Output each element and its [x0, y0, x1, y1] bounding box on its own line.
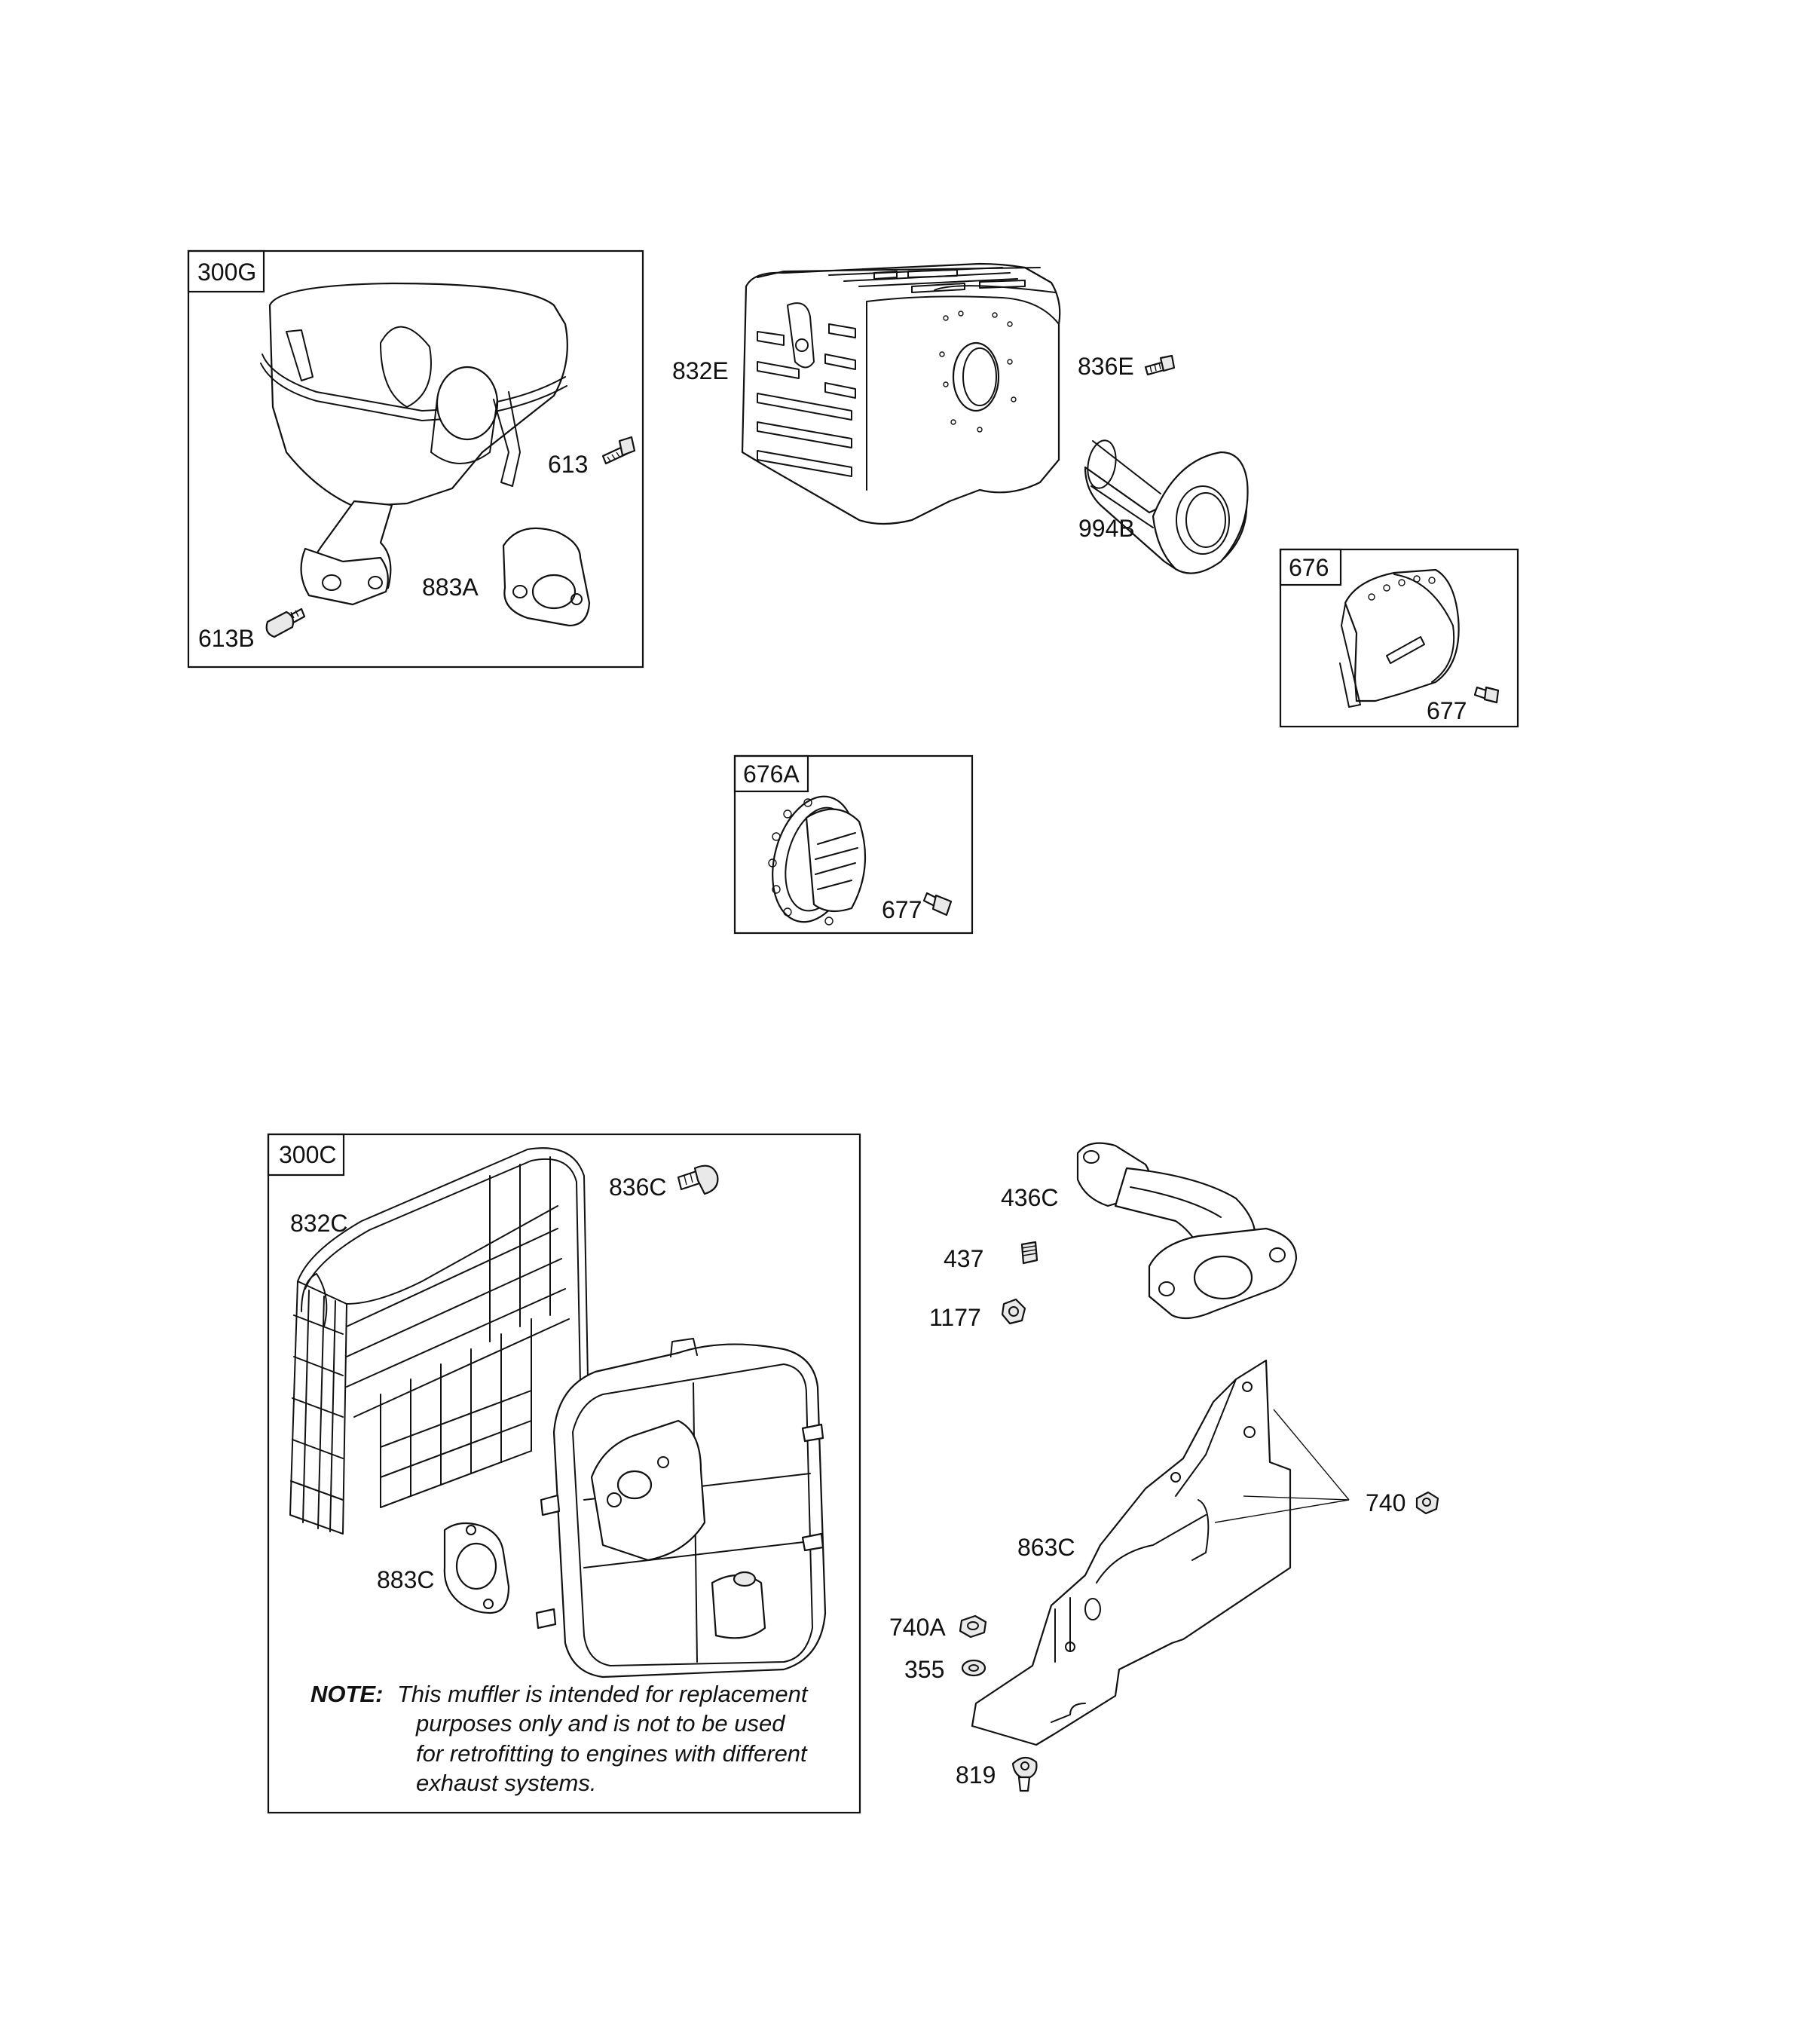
label-832E: 832E: [672, 357, 729, 384]
svg-text:NOTE:: NOTE:: [310, 1681, 383, 1707]
heat-shield-832E: [741, 262, 1061, 525]
guard-832C: [289, 1147, 589, 1535]
tube-994B: [1084, 439, 1249, 574]
screw-836C: [677, 1164, 719, 1195]
gasket-883A: [502, 527, 591, 627]
stud-437: [1020, 1241, 1038, 1265]
screw-836E: [1144, 354, 1176, 376]
leader-lines-740: [1214, 1409, 1350, 1523]
muffler-300G-drawing: [260, 282, 568, 606]
note-line-3: for retrofitting to engines with differe…: [416, 1740, 808, 1767]
label-740: 740: [1366, 1489, 1406, 1516]
label-355: 355: [904, 1656, 944, 1683]
kit-676-label: 676: [1289, 554, 1329, 581]
washer-355: [961, 1659, 986, 1677]
kit-300C-label: 300C: [279, 1141, 337, 1168]
kit-300C-box: 300C: [267, 1133, 861, 1814]
bracket-863C: [971, 1359, 1292, 1746]
nut-1177: [1001, 1298, 1026, 1325]
kit-676A-label: 676A: [743, 760, 800, 788]
label-836C: 836C: [609, 1174, 667, 1201]
label-677b: 677: [882, 896, 922, 923]
kit-300G-label: 300G: [197, 259, 256, 286]
kit-676-box: 676: [1279, 548, 1519, 728]
muffler-300C: [535, 1338, 827, 1678]
screw-819: [1011, 1756, 1038, 1792]
kit-676A-box: 676A: [733, 754, 974, 935]
nut-740A: [959, 1614, 987, 1639]
label-863C: 863C: [1017, 1534, 1075, 1561]
label-613: 613: [548, 451, 588, 478]
note-line-4: exhaust systems.: [416, 1770, 596, 1796]
nut-740: [1415, 1491, 1439, 1515]
label-832C: 832C: [290, 1210, 348, 1237]
label-994B: 994B: [1078, 515, 1135, 542]
label-613B: 613B: [198, 625, 255, 652]
screw-613B: [265, 607, 306, 638]
screw-613: [601, 436, 636, 465]
label-740A: 740A: [889, 1614, 946, 1641]
note-prefix: NOTE:: [310, 1681, 383, 1707]
label-436C: 436C: [1001, 1184, 1059, 1211]
screw-677a: [1473, 686, 1500, 704]
note-line-1: This muffler is intended for replacement: [397, 1681, 809, 1707]
screw-677b: [922, 892, 953, 917]
label-883A: 883A: [422, 574, 479, 601]
kit-300G-box: 300G: [187, 249, 644, 669]
label-819: 819: [956, 1761, 996, 1789]
spark-arrester-676A: [768, 795, 867, 926]
note-line-2: purposes only and is not to be used: [415, 1710, 786, 1737]
label-883C: 883C: [377, 1566, 435, 1593]
label-437: 437: [944, 1245, 983, 1272]
gasket-883C: [443, 1522, 510, 1614]
label-677a: 677: [1427, 697, 1467, 724]
label-836E: 836E: [1078, 353, 1134, 380]
label-1177: 1177: [929, 1304, 981, 1331]
exhaust-elbow-436C: [1076, 1142, 1298, 1320]
note-block: NOTE: This muffler is intended for repla…: [310, 1681, 809, 1796]
spark-arrester-676: [1339, 568, 1460, 708]
